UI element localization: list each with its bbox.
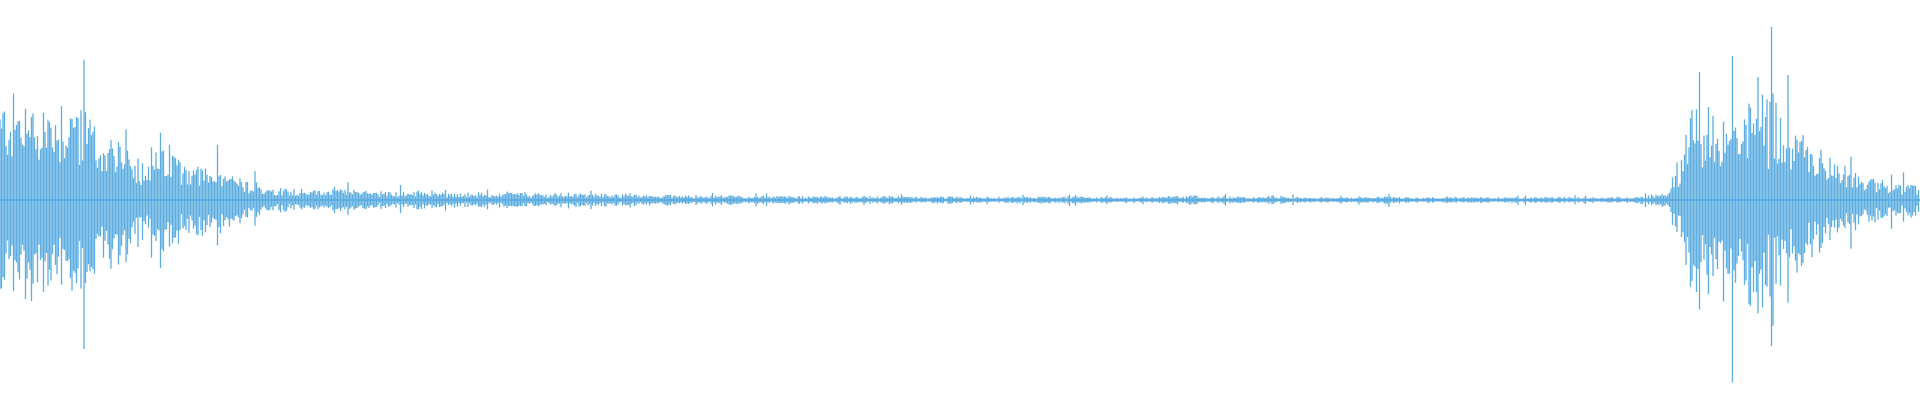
waveform-bars — [0, 26, 1920, 383]
